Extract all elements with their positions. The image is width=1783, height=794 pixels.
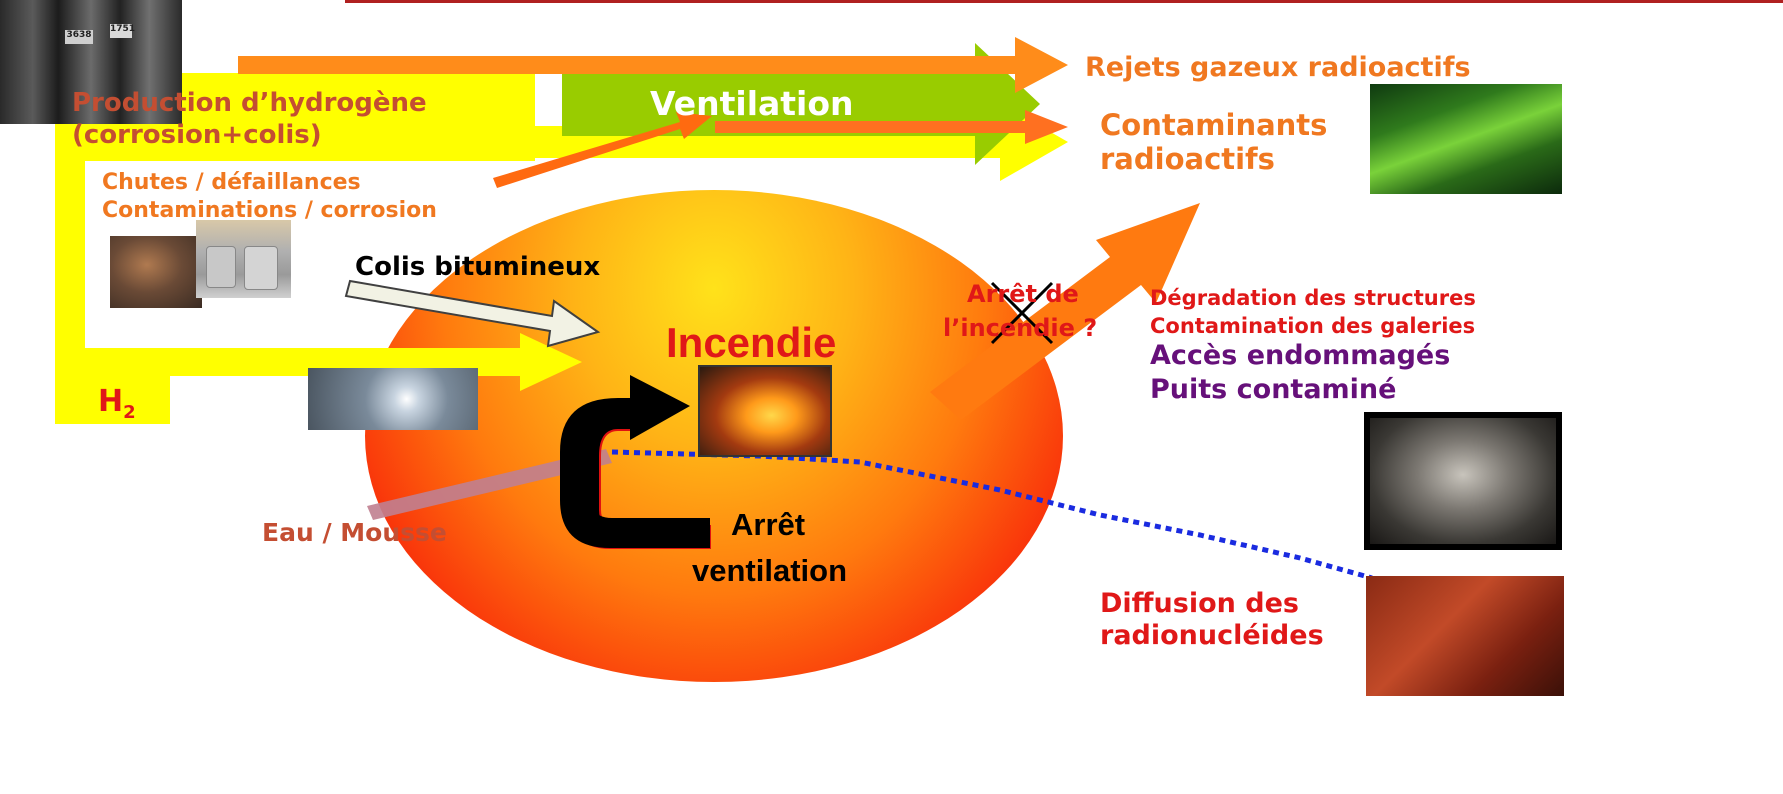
h2-subscript: 2	[123, 402, 136, 423]
ventilation-label: Ventilation	[650, 84, 854, 123]
fire-photo	[698, 365, 832, 457]
contaminants-label-line2: radioactifs	[1100, 142, 1275, 176]
arret-incendie-label-line1: Arrêt de	[967, 280, 1079, 308]
river-photo	[1370, 84, 1562, 194]
diffusion-label-line1: Diffusion des	[1100, 588, 1299, 619]
ventilation-arrow	[562, 43, 1040, 165]
eau-mousse-label: Eau / Mousse	[262, 518, 447, 547]
arret-ventilation-arrow-body	[560, 375, 710, 548]
h2-label: H2	[98, 384, 136, 424]
lifted-drums-photo	[196, 220, 291, 298]
top-rule	[345, 0, 1783, 3]
drums-top-photo: 3638 1751	[0, 0, 182, 124]
acces-label: Accès endommagés	[1150, 340, 1451, 371]
rusty-drums-photo	[110, 236, 202, 308]
big-diagonal-arrow	[930, 203, 1200, 420]
cross-mark-b	[990, 281, 1054, 345]
degradation-label: Dégradation des structures	[1150, 286, 1476, 310]
colis-label: Colis bitumineux	[355, 252, 601, 282]
incendie-label: Incendie	[666, 319, 837, 366]
h2-panel-bottom	[55, 372, 170, 424]
production-label-line2: (corrosion+colis)	[72, 120, 322, 150]
diagonal-arrow-upper	[493, 112, 712, 188]
contamination-galeries-label: Contamination des galeries	[1150, 314, 1476, 338]
damaged-tunnel-photo	[1364, 412, 1562, 550]
yellow-arrow-upper	[535, 103, 1068, 181]
colis-arrow	[344, 279, 601, 348]
arret-incendie-label-line2: l’incendie ?	[943, 314, 1098, 342]
arret-ventilation-label-line1: Arrêt	[731, 507, 806, 542]
h2-main: H	[98, 384, 124, 419]
puits-label: Puits contaminé	[1150, 374, 1397, 405]
diffusion-label-line2: radionucléides	[1100, 620, 1324, 651]
red-tunnel-photo	[1366, 576, 1564, 696]
chutes-label-line1: Chutes / défaillances	[102, 170, 361, 195]
contaminants-arrow	[715, 110, 1068, 144]
yellow-arrow-to-fire	[85, 333, 582, 391]
chutes-label-line2: Contaminations / corrosion	[102, 198, 437, 223]
contaminants-label-line1: Contaminants	[1100, 108, 1328, 142]
production-label-line1: Production d’hydrogène	[72, 88, 427, 118]
diffusion-dotted-line	[611, 449, 1373, 581]
arret-ventilation-label-line2: ventilation	[692, 553, 848, 588]
rejets-label: Rejets gazeux radioactifs	[1085, 52, 1471, 83]
sparks-photo	[308, 368, 478, 430]
top-orange-arrow	[238, 37, 1068, 93]
eau-arrow	[367, 449, 612, 520]
